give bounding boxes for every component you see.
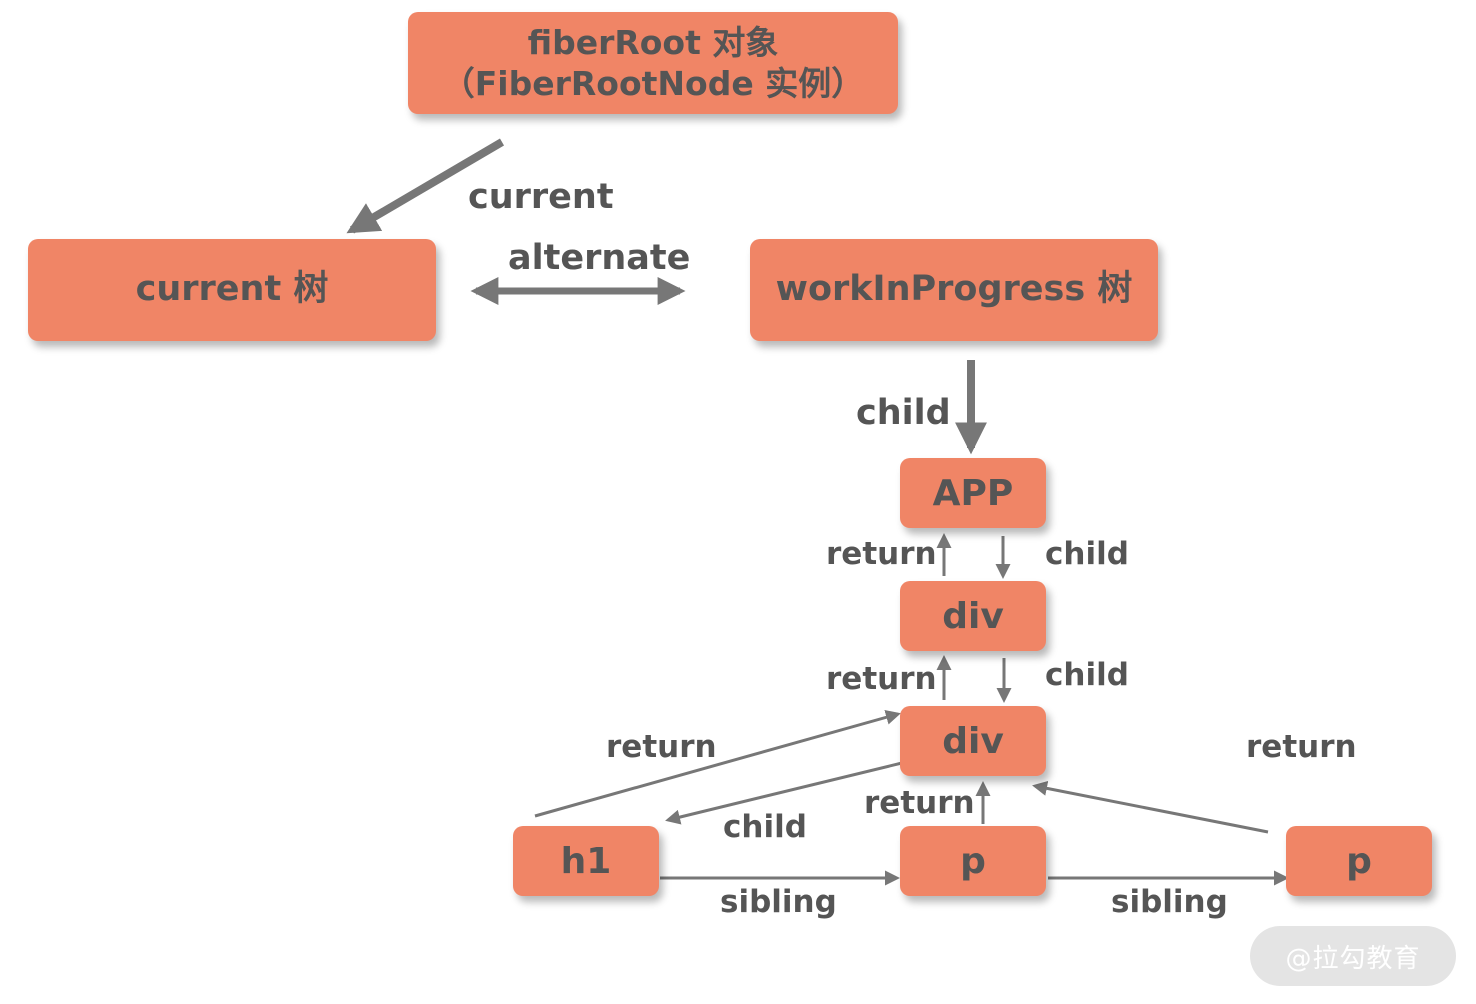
- label-current: current: [468, 177, 614, 217]
- div-node-inner: div: [900, 706, 1046, 776]
- watermark-badge: @拉勾教育: [1250, 926, 1456, 986]
- label-sibling-p-p: sibling: [1111, 884, 1228, 920]
- p-node-second: p: [1286, 826, 1432, 896]
- arrow-child-h1: [665, 760, 907, 825]
- arrow-return-p2: [1032, 780, 1269, 834]
- label-return-h1: return: [606, 729, 717, 765]
- fiber-root-node: fiberRoot 对象 （FiberRootNode 实例）: [408, 12, 898, 114]
- app-node: APP: [900, 458, 1046, 528]
- p-node-first: p: [900, 826, 1046, 896]
- label-child-wip: child: [856, 393, 951, 433]
- arrow-return-h1: [534, 710, 901, 818]
- label-child-app-div: child: [1045, 536, 1129, 572]
- label-return-p1: return: [864, 785, 975, 821]
- label-sibling-h1-p: sibling: [720, 884, 837, 920]
- fiber-root-title: fiberRoot 对象: [527, 22, 779, 62]
- label-return-div-div: return: [826, 661, 937, 697]
- h1-node: h1: [513, 826, 659, 896]
- label-child-h1: child: [723, 809, 807, 845]
- arrow-current: [346, 138, 505, 234]
- label-return-p2: return: [1246, 729, 1357, 765]
- wip-tree-node: workInProgress 树: [750, 239, 1158, 341]
- fiber-root-subtitle: （FiberRootNode 实例）: [441, 64, 865, 103]
- current-tree-node: current 树: [28, 239, 436, 341]
- label-child-div-div: child: [1045, 657, 1129, 693]
- label-return-app-div: return: [826, 536, 937, 572]
- label-alternate: alternate: [508, 238, 691, 278]
- div-node-outer: div: [900, 581, 1046, 651]
